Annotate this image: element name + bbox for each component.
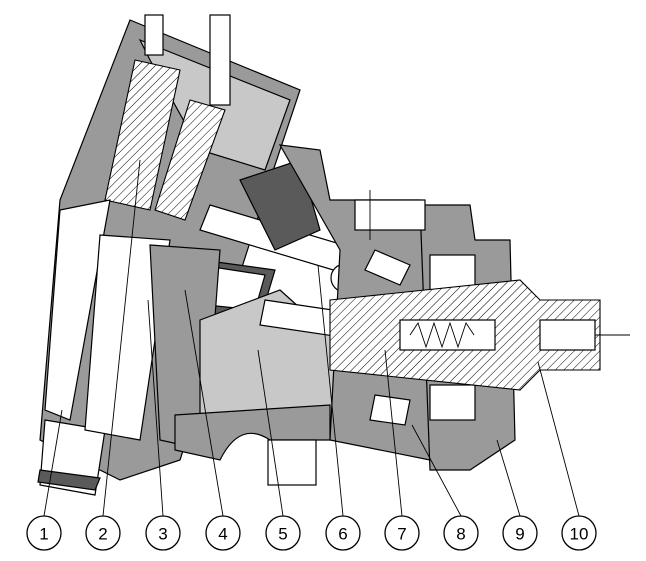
callout-4: 4 bbox=[205, 515, 241, 551]
callout-3: 3 bbox=[145, 515, 181, 551]
callout-label: 9 bbox=[515, 525, 524, 544]
callout-label: 7 bbox=[397, 525, 406, 544]
callout-label: 2 bbox=[98, 525, 107, 544]
callout-label: 10 bbox=[570, 525, 589, 544]
callout-2: 2 bbox=[85, 515, 121, 551]
callout-label: 5 bbox=[278, 525, 287, 544]
callout-label: 3 bbox=[158, 525, 167, 544]
callout-label: 8 bbox=[456, 525, 465, 544]
callout-10: 10 bbox=[561, 515, 597, 551]
callout-8: 8 bbox=[443, 515, 479, 551]
drive-shaft bbox=[329, 190, 630, 391]
leader-lines bbox=[43, 159, 580, 517]
callout-label: 6 bbox=[338, 525, 347, 544]
callout-label: 1 bbox=[39, 525, 48, 544]
callout-6: 6 bbox=[325, 515, 361, 551]
callout-5: 5 bbox=[265, 515, 301, 551]
control-stub bbox=[37, 419, 106, 496]
callout-7: 7 bbox=[384, 515, 420, 551]
callout-1: 1 bbox=[26, 515, 62, 551]
callout-9: 9 bbox=[502, 515, 538, 551]
callout-label: 4 bbox=[218, 525, 227, 544]
